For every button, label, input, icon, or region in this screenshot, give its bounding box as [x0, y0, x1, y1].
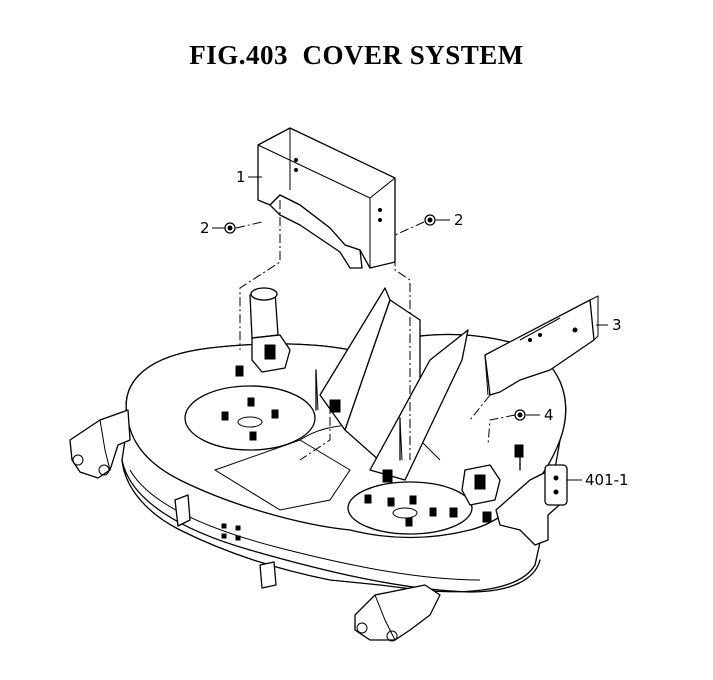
bolt-2-left — [224, 222, 236, 234]
lift-bracket-401-1 — [495, 464, 568, 546]
part-1-top-cover — [257, 127, 396, 269]
callout-3: 3 — [612, 316, 622, 334]
callout-1: 1 — [236, 168, 246, 186]
assembly-centerlines — [235, 200, 516, 461]
studs — [315, 369, 521, 471]
callout-401-1: 401-1 — [585, 471, 629, 489]
callout-2-left: 2 — [200, 219, 210, 237]
callout-2-right: 2 — [454, 211, 464, 229]
bolt-2-right — [424, 214, 436, 226]
front-hanger-bracket — [354, 584, 441, 642]
right-spindle-pulley — [461, 444, 524, 506]
left-hanger-bracket — [69, 409, 131, 479]
bolt-4 — [514, 409, 526, 421]
mower-deck — [121, 333, 567, 593]
left-spindle-pulley — [249, 287, 291, 373]
part-3-side-shield — [484, 295, 599, 396]
leader-lines — [212, 176, 608, 481]
callout-4: 4 — [544, 406, 554, 424]
center-baffle — [315, 287, 469, 483]
figure-title: FIG.403 COVER SYSTEM — [189, 40, 524, 70]
